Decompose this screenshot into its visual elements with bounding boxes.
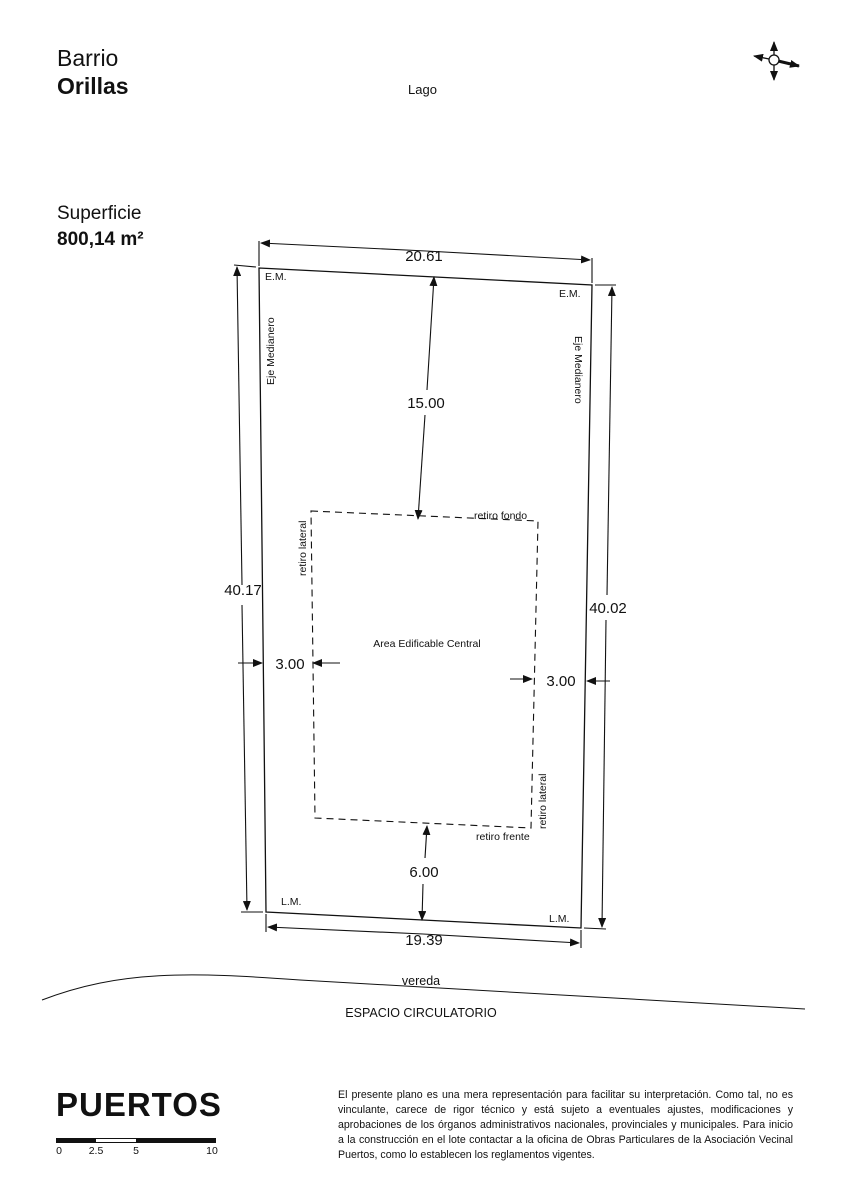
orientation-lago-label: Lago [408,82,437,97]
dim-top-text: 20.61 [405,248,443,265]
lot-boundary [258,267,593,929]
vereda-label: vereda [402,974,440,988]
dim-right-text: 40.02 [589,600,627,617]
scale-bar [56,1138,216,1143]
barrio-label: Barrio [57,45,119,71]
dim-left-text: 40.17 [224,582,262,599]
surface-label: Superficie [57,203,142,224]
retiro-lateral-right-label: retiro lateral [537,774,549,829]
lm-left-label: L.M. [281,896,301,908]
dimension-top [258,239,593,283]
setback-back-dimension [414,276,438,520]
scale-label-2-5: 2.5 [89,1145,104,1157]
setback-right-dimension [510,675,610,685]
lm-right-label: L.M. [549,913,569,925]
eje-medianero-right-label: Eje Medianero [572,336,584,404]
compass-icon [753,41,800,81]
setback-front-dimension [418,825,431,921]
retiro-lateral-left-label: retiro lateral [297,521,309,576]
scale-label-5: 5 [133,1145,139,1157]
dim-bottom-text: 19.39 [405,932,443,949]
retiro-frente-label: retiro frente [476,831,530,843]
espacio-circulatorio-label: ESPACIO CIRCULATORIO [345,1006,497,1020]
disclaimer-text: El presente plano es una mera representa… [338,1089,793,1161]
setback-back-text: 15.00 [407,395,445,412]
surface-value: 800,14 m² [57,229,144,250]
barrio-name: Orillas [57,73,129,99]
retiro-fondo-label: retiro fondo [474,510,527,522]
dimension-left [233,264,263,913]
em-left-label: E.M. [265,271,287,283]
em-right-label: E.M. [559,288,581,300]
buildable-area-label: Area Edificable Central [373,638,480,650]
dimension-right [583,284,616,930]
dimension-bottom [265,914,582,948]
setback-left-text: 3.00 [275,656,304,673]
scale-label-0: 0 [56,1145,62,1157]
eje-medianero-left-label: Eje Medianero [265,317,277,385]
setback-front-text: 6.00 [409,864,438,881]
scale-label-10: 10 [206,1145,218,1157]
street-edge-curve [41,974,806,1010]
setback-right-text: 3.00 [546,673,575,690]
buildable-area-outline [310,510,539,829]
puertos-logo: PUERTOS [56,1086,222,1123]
